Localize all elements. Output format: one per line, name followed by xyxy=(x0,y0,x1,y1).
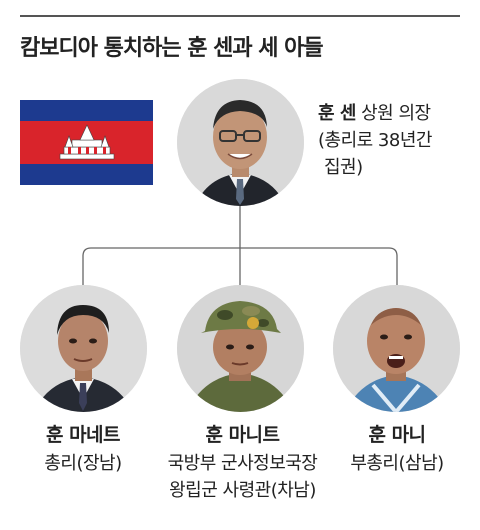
son2-caption: 훈 마니트 국방부 군사정보국장 왕립군 사령관(차남) xyxy=(165,420,320,504)
page-title: 캄보디아 통치하는 훈 센과 세 아들 xyxy=(20,36,324,61)
son1-desc-line1: 총리(장남) xyxy=(44,453,122,474)
son2-name: 훈 마니트 xyxy=(205,424,280,446)
father-note-line2: 집권) xyxy=(324,157,363,178)
top-rule xyxy=(20,15,460,17)
cambodia-flag xyxy=(20,100,153,185)
son2-desc-line1: 국방부 군사정보국장 xyxy=(167,453,318,474)
father-role: 상원 의장 xyxy=(361,103,431,124)
hun-sen-photo xyxy=(177,79,304,206)
son3-caption: 훈 마니 부총리(삼남) xyxy=(322,420,472,477)
father-name: 훈 센 xyxy=(318,103,356,124)
father-name-line: 훈 센 상원 의장 xyxy=(318,100,432,127)
father-note-line1: (총리로 38년간 xyxy=(318,130,432,151)
hun-many-photo xyxy=(333,285,460,412)
father-caption: 훈 센 상원 의장 (총리로 38년간 집권) xyxy=(318,100,432,181)
son3-desc-line1: 부총리(삼남) xyxy=(350,453,444,474)
hun-manet-photo xyxy=(20,285,147,412)
son3-name: 훈 마니 xyxy=(368,424,426,446)
flag-blue-band-bottom xyxy=(20,164,153,185)
son1-caption: 훈 마네트 총리(장남) xyxy=(8,420,158,477)
flag-blue-band-top xyxy=(20,100,153,121)
son1-name: 훈 마네트 xyxy=(45,424,121,446)
hun-manith-photo xyxy=(177,285,304,412)
son2-desc-line2: 왕립군 사령관(차남) xyxy=(169,480,316,501)
angkor-wat-icon xyxy=(59,124,115,160)
